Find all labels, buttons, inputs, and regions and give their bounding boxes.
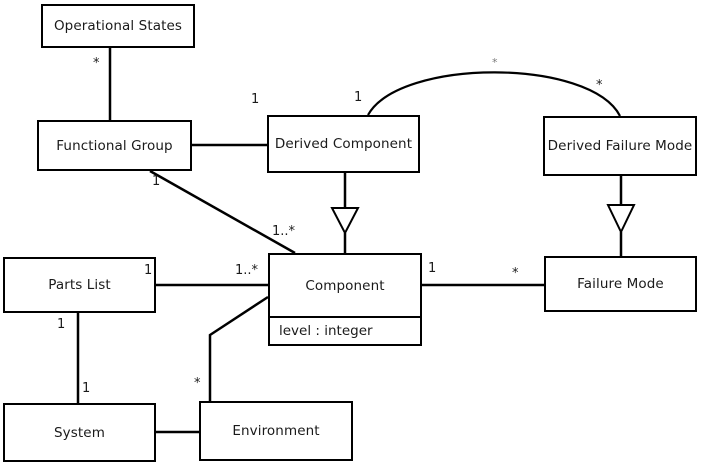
class-name-functional-group: Functional Group <box>56 137 173 154</box>
multiplicity-component-failure-mode-target: * <box>512 266 519 281</box>
multiplicity-derived-failure-mode-arc: * <box>596 78 603 93</box>
class-attribute-component-level: level : integer <box>270 316 420 344</box>
association-derived-component-derived-failure-mode <box>367 71 621 117</box>
class-name-component: Component <box>305 277 385 294</box>
generalization-triangle-derived-failure-mode <box>606 204 636 235</box>
multiplicity-component-failure-mode-source: 1 <box>428 261 437 276</box>
multiplicity-parts-list-component-source: 1 <box>144 263 153 278</box>
multiplicity-functional-group-component-source: 1 <box>152 174 161 189</box>
class-box-system[interactable]: System <box>3 403 156 462</box>
class-name-derived-component: Derived Component <box>274 136 413 152</box>
class-name-operational-states: Operational States <box>53 18 183 34</box>
multiplicity-operational-states: * <box>93 56 100 71</box>
multiplicity-functional-group-component-target: 1..* <box>272 224 296 239</box>
class-box-functional-group[interactable]: Functional Group <box>37 120 192 171</box>
association-functional-group-component <box>149 169 296 255</box>
multiplicity-parts-list-system-target: 1 <box>82 381 91 396</box>
multiplicity-environment-component: * <box>194 376 201 391</box>
class-name-derived-failure-mode: Derived Failure Mode <box>547 138 693 154</box>
class-box-parts-list[interactable]: Parts List <box>3 257 156 313</box>
class-name-parts-list: Parts List <box>48 277 111 293</box>
class-name-system: System <box>54 424 105 441</box>
class-box-derived-failure-mode[interactable]: Derived Failure Mode <box>543 116 697 176</box>
generalization-triangle-derived-component <box>330 207 360 236</box>
class-box-environment[interactable]: Environment <box>199 401 353 461</box>
multiplicity-derived-component-arc: 1 <box>354 90 363 105</box>
class-name-environment: Environment <box>232 423 320 439</box>
class-name-failure-mode: Failure Mode <box>577 276 664 292</box>
class-box-component[interactable]: Component level : integer <box>268 253 422 346</box>
association-environment-component <box>208 295 269 401</box>
class-box-failure-mode[interactable]: Failure Mode <box>544 256 697 312</box>
multiplicity-arc-apex: * <box>492 56 498 69</box>
class-box-derived-component[interactable]: Derived Component <box>267 115 420 173</box>
class-box-operational-states[interactable]: Operational States <box>41 4 195 48</box>
multiplicity-functional-group-derived-component: 1 <box>251 92 260 107</box>
multiplicity-parts-list-component-target: 1..* <box>235 263 259 278</box>
multiplicity-parts-list-system-source: 1 <box>57 317 66 332</box>
